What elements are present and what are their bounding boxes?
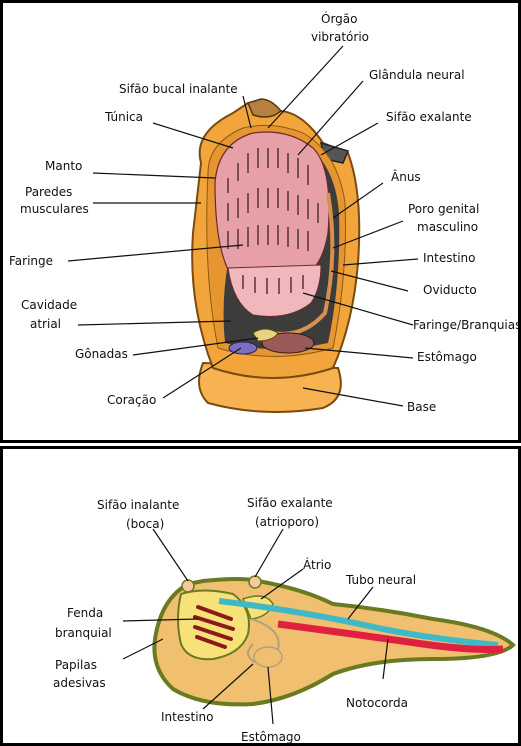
label-oviducto: Oviducto (423, 283, 477, 297)
label-notocorda: Notocorda (346, 696, 408, 710)
larva-panel: Sifão inalante (boca) Sifão exalante (at… (0, 446, 521, 746)
label-papilas-1: Papilas (55, 658, 97, 672)
label-tubo-neural: Tubo neural (345, 573, 416, 587)
label-orgao-vibratorio-2: vibratório (311, 30, 369, 44)
label-tunica: Túnica (104, 110, 143, 124)
label-manto: Manto (45, 159, 82, 173)
oral-siphon-dot (182, 580, 194, 592)
label-intestino: Intestino (423, 251, 475, 265)
label-paredes-2: musculares (20, 202, 89, 216)
label-sifao-exalante: Sifão exalante (386, 110, 472, 124)
pharynx-shape (215, 132, 329, 278)
label-anus: Ânus (391, 169, 421, 184)
label-cavidade-2: atrial (30, 317, 61, 331)
heart-shape (229, 342, 257, 354)
label-paredes-1: Paredes (25, 185, 72, 199)
label-estomago: Estômago (417, 350, 477, 364)
label-cavidade-1: Cavidade (21, 298, 77, 312)
label-faringe-branquias: Faringe/Branquias (413, 318, 518, 332)
label-sifao-bucal: Sifão bucal inalante (119, 82, 238, 96)
label-faringe: Faringe (9, 254, 53, 268)
label-glandula-neural: Glândula neural (369, 68, 465, 82)
larva-diagram: Sifão inalante (boca) Sifão exalante (at… (3, 449, 518, 743)
label-estomago-larva: Estômago (241, 730, 301, 743)
label-poro-genital-1: Poro genital (408, 202, 479, 216)
label-sifao-inalante-2: (boca) (126, 517, 164, 531)
adult-ascidian-panel: Órgão vibratório Sifão bucal inalante Gl… (0, 0, 521, 443)
label-intestino-larva: Intestino (161, 710, 213, 724)
label-sifao-exalante-1: Sifão exalante (247, 496, 333, 510)
label-base: Base (407, 400, 436, 414)
label-sifao-inalante-1: Sifão inalante (97, 498, 179, 512)
label-orgao-vibratorio-1: Órgão (321, 11, 357, 26)
label-papilas-2: adesivas (53, 676, 106, 690)
atrial-siphon-dot (249, 576, 261, 588)
stomach-shape-larva (254, 647, 282, 667)
label-fenda-2: branquial (55, 626, 112, 640)
label-gonadas: Gônadas (75, 347, 128, 361)
label-sifao-exalante-2: (atrioporo) (255, 515, 319, 529)
label-atrio: Átrio (303, 557, 331, 572)
label-poro-genital-2: masculino (417, 220, 478, 234)
oral-siphon-shape (248, 99, 281, 117)
label-coracao: Coração (107, 393, 156, 407)
adult-ascidian-diagram: Órgão vibratório Sifão bucal inalante Gl… (3, 3, 518, 440)
label-fenda-1: Fenda (67, 606, 103, 620)
